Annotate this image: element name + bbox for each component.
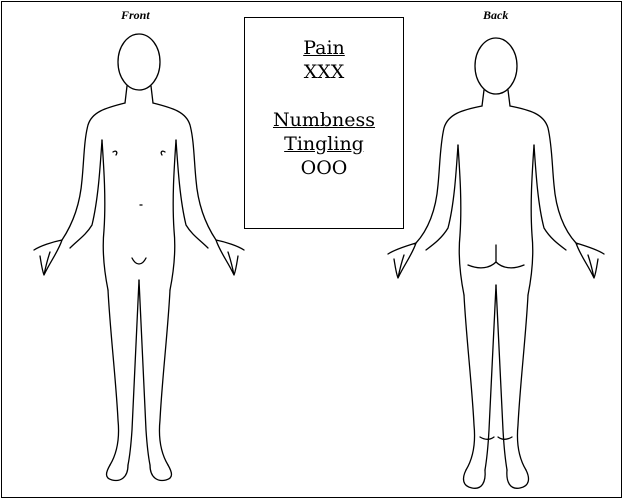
symbol-legend-box: Pain XXX Numbness Tingling OOO [244,17,404,229]
pain-legend-symbol: XXX [245,60,403,84]
legend-spacer [245,84,403,108]
pain-legend-label: Pain [245,36,403,60]
numbness-tingling-legend-symbol: OOO [245,156,403,180]
back-body-outline [388,38,604,488]
numbness-legend-label: Numbness [245,108,403,132]
tingling-legend-label: Tingling [245,132,403,156]
